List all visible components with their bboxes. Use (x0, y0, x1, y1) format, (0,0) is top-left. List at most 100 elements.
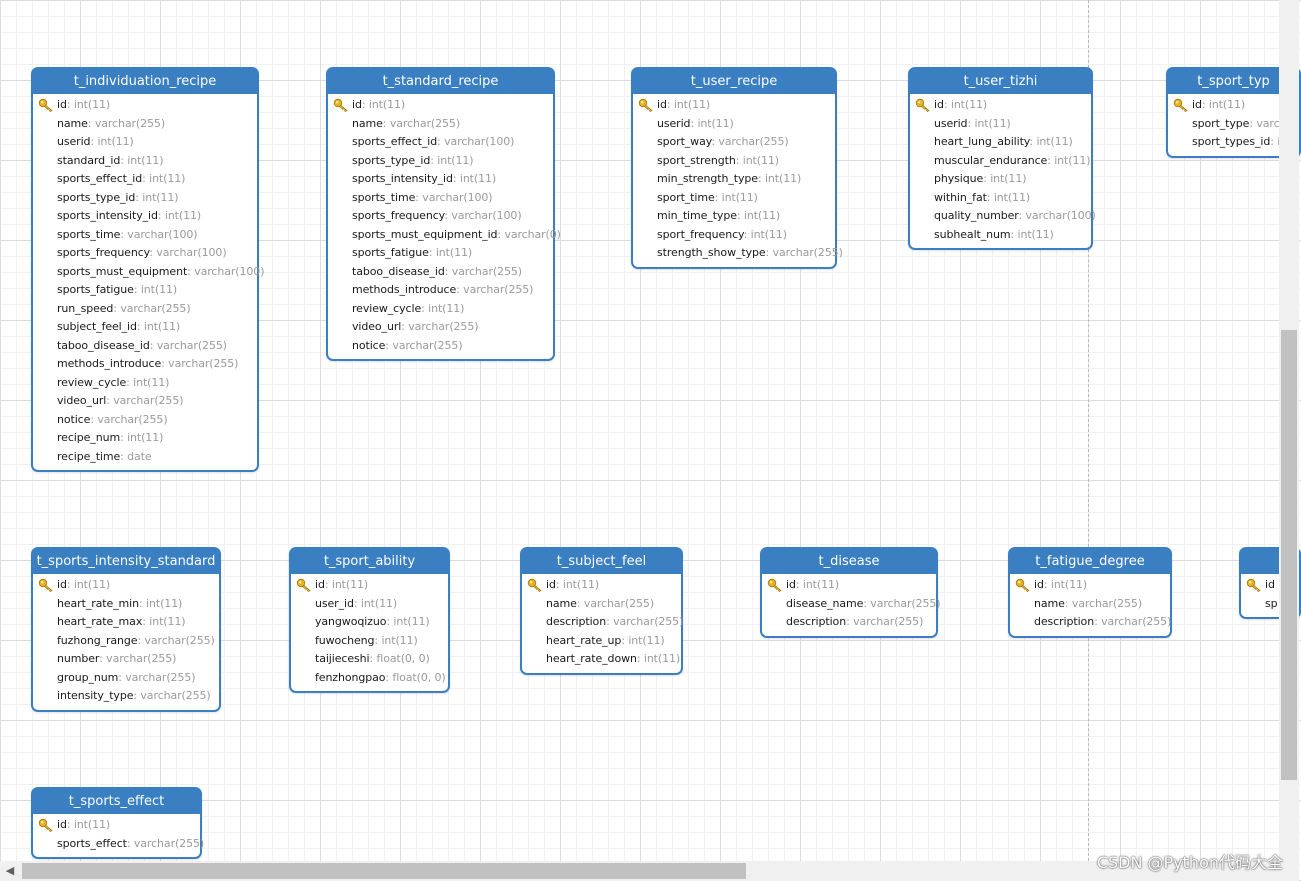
table-field[interactable]: sport_frequency: int(11) (633, 226, 835, 245)
table-field[interactable]: taboo_disease_id: varchar(255) (328, 263, 553, 282)
table-title[interactable]: t_sport_typ (1168, 69, 1299, 94)
table-title[interactable]: t_fatigue_degree (1010, 549, 1170, 574)
table-field[interactable]: taijieceshi: float(0, 0) (291, 650, 448, 669)
table-t_fatigue_degree[interactable]: t_fatigue_degree id: int(11)name: varchar… (1008, 547, 1172, 638)
primary-key-field[interactable]: id: int(11) (33, 576, 219, 595)
table-field[interactable]: sports_frequency: varchar(100) (328, 207, 553, 226)
table-field[interactable]: methods_introduce: varchar(255) (33, 355, 257, 374)
table-field[interactable]: sports_effect_id: varchar(100) (328, 133, 553, 152)
table-field[interactable]: fuzhong_range: varchar(255) (33, 632, 219, 651)
table-field[interactable]: video_url: varchar(255) (33, 392, 257, 411)
table-t_disease[interactable]: t_disease id: int(11)disease_name: varcha… (760, 547, 941, 638)
table-field[interactable]: run_speed: varchar(255) (33, 300, 257, 319)
table-field[interactable]: sports_fatigue: int(11) (328, 244, 553, 263)
vertical-scrollbar[interactable] (1279, 0, 1299, 861)
horizontal-scrollbar-thumb[interactable] (22, 863, 746, 879)
primary-key-field[interactable]: id: int(11) (1168, 96, 1299, 115)
table-field[interactable]: name: varchar(255) (328, 115, 553, 134)
table-field[interactable]: sports_intensity_id: int(11) (328, 170, 553, 189)
table-title[interactable]: t_standard_recipe (328, 69, 553, 94)
table-field[interactable]: description: varchar(255) (762, 613, 936, 632)
table-field[interactable]: video_url: varchar(255) (328, 318, 553, 337)
table-field[interactable]: disease_name: varchar(255) (762, 595, 941, 614)
table-field[interactable]: subhealt_num: int(11) (910, 226, 1091, 245)
table-field[interactable]: userid: int(11) (633, 115, 835, 134)
table-field[interactable]: quality_number: varchar(100) (910, 207, 1096, 226)
table-field[interactable]: number: varchar(255) (33, 650, 219, 669)
table-field[interactable]: userid: int(11) (910, 115, 1091, 134)
horizontal-scrollbar[interactable]: ◀ (0, 861, 1299, 881)
table-field[interactable]: intensity_type: varchar(255) (33, 687, 219, 706)
table-field[interactable]: within_fat: int(11) (910, 189, 1091, 208)
table-t_subject_feel[interactable]: t_subject_feel id: int(11)name: varchar(2… (520, 547, 683, 675)
table-field[interactable]: sports_type_id: int(11) (33, 189, 257, 208)
table-field[interactable]: heart_rate_up: int(11) (522, 632, 681, 651)
table-title[interactable]: t_sport_ability (291, 549, 448, 574)
table-title[interactable]: t_individuation_recipe (33, 69, 257, 94)
table-t_individuation_recipe[interactable]: t_individuation_recipe id: int(11)name: v… (31, 67, 264, 472)
table-field[interactable]: sports_frequency: varchar(100) (33, 244, 257, 263)
table-field[interactable]: userid: int(11) (33, 133, 257, 152)
table-field[interactable]: yangwoqizuo: int(11) (291, 613, 448, 632)
table-field[interactable]: group_num: varchar(255) (33, 669, 219, 688)
table-field[interactable]: notice: varchar(255) (33, 411, 257, 430)
vertical-scrollbar-thumb[interactable] (1281, 330, 1297, 780)
scroll-left-arrow-icon[interactable]: ◀ (5, 864, 15, 877)
primary-key-field[interactable]: id: int(11) (762, 576, 936, 595)
table-field[interactable]: sports_effect: varchar(255) (33, 835, 204, 854)
table-field[interactable]: heart_rate_down: int(11) (522, 650, 681, 669)
table-field[interactable]: min_time_type: int(11) (633, 207, 835, 226)
table-field[interactable]: sports_intensity_id: int(11) (33, 207, 257, 226)
table-field[interactable]: strength_show_type: varchar(255) (633, 244, 843, 263)
table-field[interactable]: recipe_num: int(11) (33, 429, 257, 448)
table-field[interactable]: physique: int(11) (910, 170, 1091, 189)
table-title[interactable]: t_disease (762, 549, 936, 574)
table-field[interactable]: subject_feel_id: int(11) (33, 318, 257, 337)
table-t_sports_effect[interactable]: t_sports_effect id: int(11)sports_effect:… (31, 787, 204, 859)
table-field[interactable]: user_id: int(11) (291, 595, 448, 614)
primary-key-field[interactable]: id: int(11) (910, 96, 1091, 115)
table-field[interactable]: fenzhongpao: float(0, 0) (291, 669, 448, 688)
table-field[interactable]: name: varchar(255) (1010, 595, 1170, 614)
primary-key-field[interactable]: id: int(11) (328, 96, 553, 115)
primary-key-field[interactable]: id: int(11) (1010, 576, 1170, 595)
table-field[interactable]: review_cycle: int(11) (33, 374, 257, 393)
primary-key-field[interactable]: id: int(11) (633, 96, 835, 115)
table-field[interactable]: sport_way: varchar(255) (633, 133, 835, 152)
table-field[interactable]: name: varchar(255) (33, 115, 257, 134)
table-field[interactable]: notice: varchar(255) (328, 337, 553, 356)
table-field[interactable]: name: varchar(255) (522, 595, 681, 614)
table-field[interactable]: standard_id: int(11) (33, 152, 257, 171)
table-field[interactable]: sports_effect_id: int(11) (33, 170, 257, 189)
table-field[interactable]: sports_time: varchar(100) (328, 189, 553, 208)
table-field[interactable]: review_cycle: int(11) (328, 300, 553, 319)
table-field[interactable]: sport_type: varch (1168, 115, 1299, 134)
table-field[interactable]: description: varchar(255) (522, 613, 683, 632)
table-field[interactable]: taboo_disease_id: varchar(255) (33, 337, 257, 356)
table-field[interactable]: sport_strength: int(11) (633, 152, 835, 171)
table-field[interactable]: heart_lung_ability: int(11) (910, 133, 1091, 152)
primary-key-field[interactable]: id: int(11) (33, 96, 257, 115)
primary-key-field[interactable]: id: int(11) (33, 816, 200, 835)
table-field[interactable]: sport_time: int(11) (633, 189, 835, 208)
table-field[interactable]: sports_must_equipment: varchar(100) (33, 263, 264, 282)
table-field[interactable]: sports_must_equipment_id: varchar(0) (328, 226, 561, 245)
table-field[interactable]: fuwocheng: int(11) (291, 632, 448, 651)
table-title[interactable]: t_sports_intensity_standard (33, 549, 219, 574)
primary-key-field[interactable]: id: int(11) (522, 576, 681, 595)
table-field[interactable]: min_strength_type: int(11) (633, 170, 835, 189)
table-field[interactable]: muscular_endurance: int(11) (910, 152, 1091, 171)
table-t_standard_recipe[interactable]: t_standard_recipe id: int(11)name: varcha… (326, 67, 561, 361)
table-field[interactable]: heart_rate_max: int(11) (33, 613, 219, 632)
table-field[interactable]: sports_type_id: int(11) (328, 152, 553, 171)
table-field[interactable]: heart_rate_min: int(11) (33, 595, 219, 614)
table-field[interactable]: methods_introduce: varchar(255) (328, 281, 553, 300)
table-title[interactable]: t_sports_effect (33, 789, 200, 814)
table-title[interactable]: t_subject_feel (522, 549, 681, 574)
